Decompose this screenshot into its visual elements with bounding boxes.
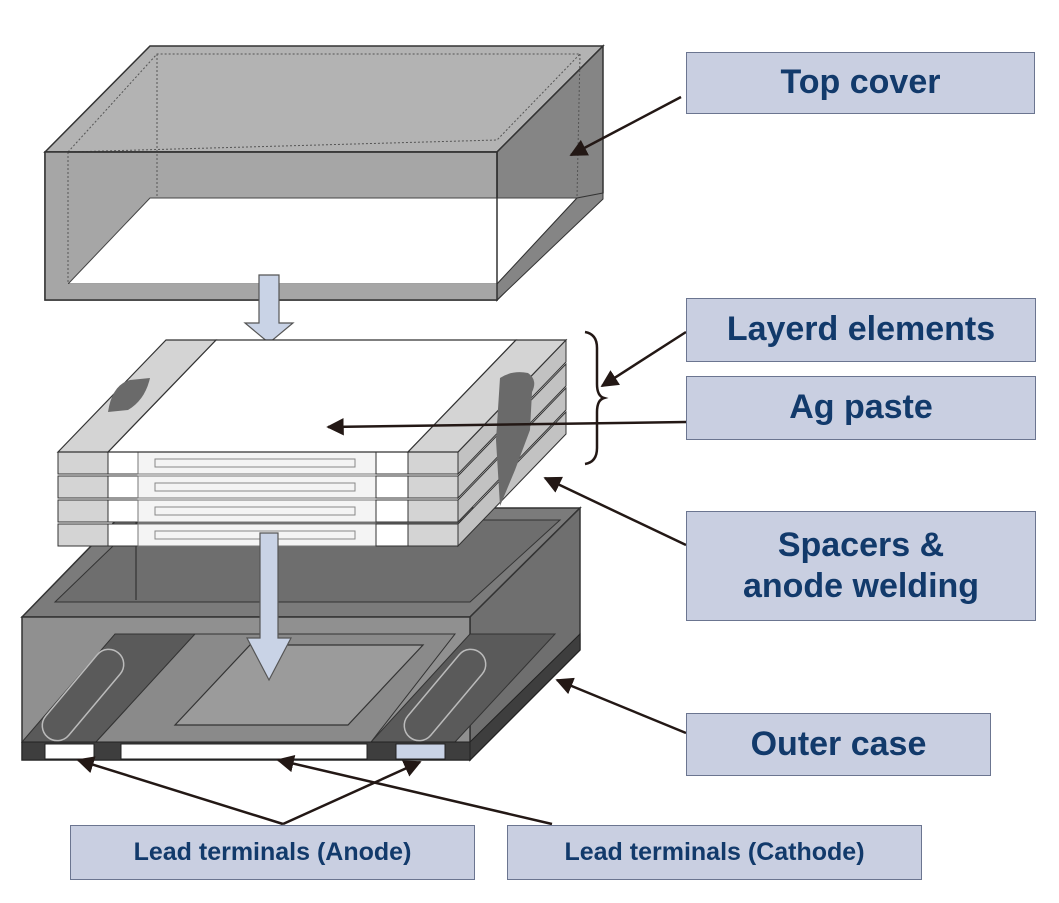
top-cover	[43, 44, 605, 302]
label-outer-case: Outer case	[686, 713, 991, 776]
layer-bracket	[584, 330, 609, 466]
layered-elements-stack	[56, 338, 568, 548]
label-lead-terminals-anode: Lead terminals (Anode)	[70, 825, 475, 880]
label-spacers-anode-welding: Spacers & anode welding	[686, 511, 1036, 621]
element-layer	[57, 338, 567, 476]
label-layered-elements: Layerd elements	[686, 298, 1036, 362]
flow-arrow-down	[243, 274, 295, 344]
label-lead-terminals-cathode: Lead terminals (Cathode)	[507, 825, 922, 880]
leader-arrows	[76, 95, 687, 826]
element-layer	[57, 410, 567, 548]
flow-arrow-down	[246, 532, 292, 682]
label-top-cover: Top cover	[686, 52, 1035, 114]
label-ag-paste: Ag paste	[686, 376, 1036, 440]
